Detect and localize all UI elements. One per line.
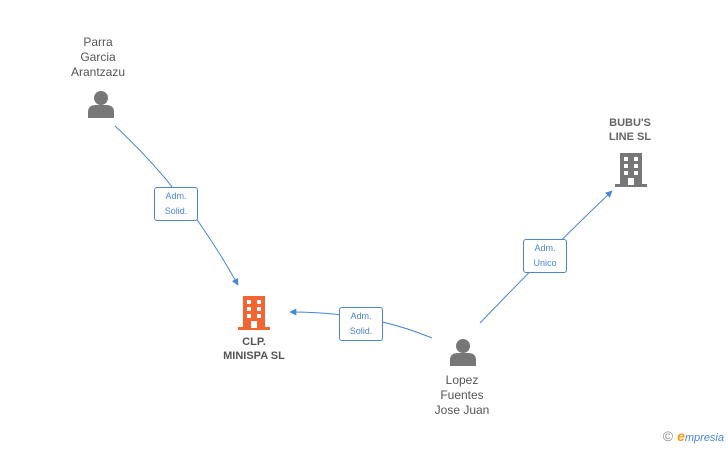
person-name-lopez[interactable]: Lopez Fuentes Jose Juan xyxy=(424,373,500,418)
name-line: Garcia xyxy=(80,50,116,64)
name-line: MINISPA SL xyxy=(223,350,285,362)
name-line: Arantzazu xyxy=(70,65,126,79)
person-icon[interactable] xyxy=(88,91,114,118)
brand-initial: e xyxy=(677,428,685,444)
edge-label-line: Adm. xyxy=(534,243,556,253)
brand-watermark: ©empresia xyxy=(663,428,724,444)
building-icon[interactable] xyxy=(615,153,647,187)
edge-label-lopez-bubus: Adm. Unico xyxy=(523,239,567,273)
building-icon[interactable] xyxy=(238,296,270,330)
person-icon[interactable] xyxy=(450,339,476,366)
edge-label-line: Solid. xyxy=(349,326,373,336)
name-line: Parra xyxy=(83,35,113,49)
name-line: Jose Juan xyxy=(434,403,490,417)
name-line: BUBU'S xyxy=(609,117,651,129)
name-line: LINE SL xyxy=(608,131,652,143)
person-name-parra[interactable]: Parra Garcia Arantzazu xyxy=(62,35,134,80)
name-line: CLP. xyxy=(242,336,266,348)
edge-label-line: Unico xyxy=(533,258,557,268)
edge-label-line: Solid. xyxy=(164,206,188,216)
copyright-symbol: © xyxy=(662,428,674,444)
company-name-clp[interactable]: CLP. MINISPA SL xyxy=(206,335,302,363)
company-name-bubus[interactable]: BUBU'S LINE SL xyxy=(592,116,668,144)
name-line: Lopez xyxy=(445,373,479,387)
edge-label-parra-clp: Adm. Solid. xyxy=(154,187,198,221)
edge-label-line: Adm. xyxy=(350,311,372,321)
edge-label-line: Adm. xyxy=(165,191,187,201)
name-line: Fuentes xyxy=(440,388,484,402)
brand-name: mpresia xyxy=(684,432,724,444)
edge-label-lopez-clp: Adm. Solid. xyxy=(339,307,383,341)
